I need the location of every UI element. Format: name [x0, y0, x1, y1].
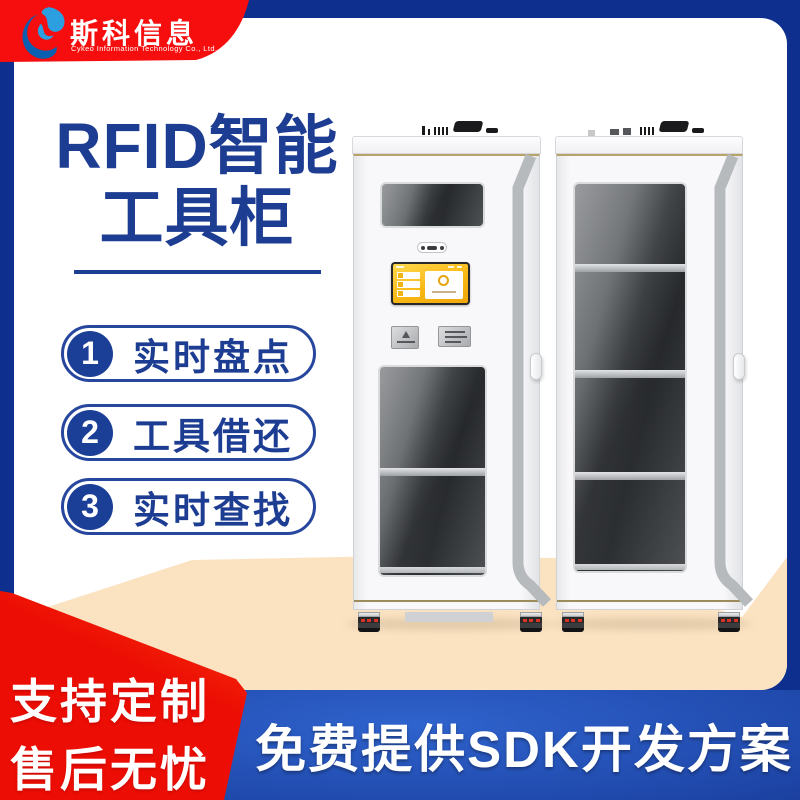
antenna-connector — [442, 127, 444, 135]
banner-text: 免费提供SDK开发方案 — [255, 721, 793, 778]
touchscreen-display — [393, 264, 468, 303]
touchscreen — [391, 262, 470, 305]
promo-line1: 支持定制 — [10, 675, 210, 728]
caster-foot — [718, 612, 740, 632]
antenna-connector — [438, 127, 440, 135]
cabinet-top-cap — [555, 136, 743, 154]
shelf-bar — [380, 468, 485, 476]
antenna-connector — [422, 126, 425, 135]
antenna-connector — [652, 127, 654, 135]
cabinet-shadow — [346, 618, 552, 630]
screen-menu-button — [397, 290, 420, 297]
antenna-connector — [446, 127, 448, 135]
cap-fitting — [588, 130, 595, 136]
swirl-logo-icon — [22, 7, 65, 59]
screen-statusbar — [396, 266, 404, 268]
antenna-connector — [658, 121, 690, 132]
feature-pill-3: 3 实时查找 — [61, 478, 316, 535]
feature-pill-1: 1 实时盘点 — [61, 325, 316, 382]
headline: RFID智能 工具柜 — [32, 110, 362, 274]
feature-pill-2: 2 工具借还 — [61, 404, 316, 461]
antenna-connector — [428, 129, 430, 135]
feature-label: 实时盘点 — [133, 336, 293, 378]
antenna-connector — [486, 128, 498, 133]
antenna-connector — [644, 127, 646, 135]
warning-label-plate — [391, 326, 419, 349]
shelf-bar — [575, 472, 685, 480]
cabinet-top-cap — [352, 136, 541, 154]
caster-foot — [358, 612, 380, 632]
antenna-connector — [692, 128, 704, 133]
cabinet-glass-door — [573, 182, 687, 573]
headline-line2: 工具柜 — [99, 182, 295, 254]
headline-underline — [73, 270, 321, 274]
caster-foot — [562, 612, 584, 632]
screen-qr-panel — [425, 271, 463, 299]
feature-label: 实时查找 — [133, 489, 293, 531]
card-reader-oval — [417, 242, 447, 253]
antenna-connector — [648, 127, 650, 135]
promo-line2: 售后无忧 — [10, 743, 210, 796]
content-card: RFID智能 工具柜 1 实时盘点 2 工具借还 3 实时查找 — [14, 18, 787, 690]
headline-line1: RFID智能 — [55, 110, 339, 182]
screen-statusbar — [448, 266, 454, 268]
cabinet-base-trim — [557, 600, 743, 602]
cabinet-lower-window — [378, 365, 487, 577]
shelf-bar — [575, 370, 685, 378]
antenna-connector — [434, 127, 436, 135]
antenna-connector — [640, 127, 642, 135]
caster-foot — [520, 612, 542, 632]
cabinet-shadow — [552, 618, 752, 630]
cabinet-upper-window — [380, 182, 485, 228]
feature-number-badge: 3 — [67, 483, 113, 530]
door-handle — [530, 353, 542, 380]
brand-name: 斯科信息 — [70, 18, 199, 49]
feature-number-badge: 2 — [67, 409, 113, 456]
cap-fitting — [610, 129, 619, 135]
feature-number-badge: 1 — [67, 330, 113, 377]
screen-menu-button — [397, 272, 420, 279]
cap-fitting — [623, 128, 631, 135]
door-handle — [733, 353, 745, 380]
feature-label: 工具借还 — [133, 415, 293, 457]
brand-subtitle: Cykeo Information Technology Co., Ltd. — [71, 44, 218, 53]
shelf-bar — [575, 264, 685, 272]
antenna-connector — [452, 121, 484, 132]
screen-statusbar — [457, 266, 462, 268]
screen-menu-button — [397, 281, 420, 288]
cabinet-base-trim — [354, 600, 540, 602]
base-plate — [405, 612, 493, 622]
shelf-bar — [380, 567, 485, 573]
shelf-bar — [575, 564, 685, 570]
spec-label-plate — [438, 326, 471, 347]
